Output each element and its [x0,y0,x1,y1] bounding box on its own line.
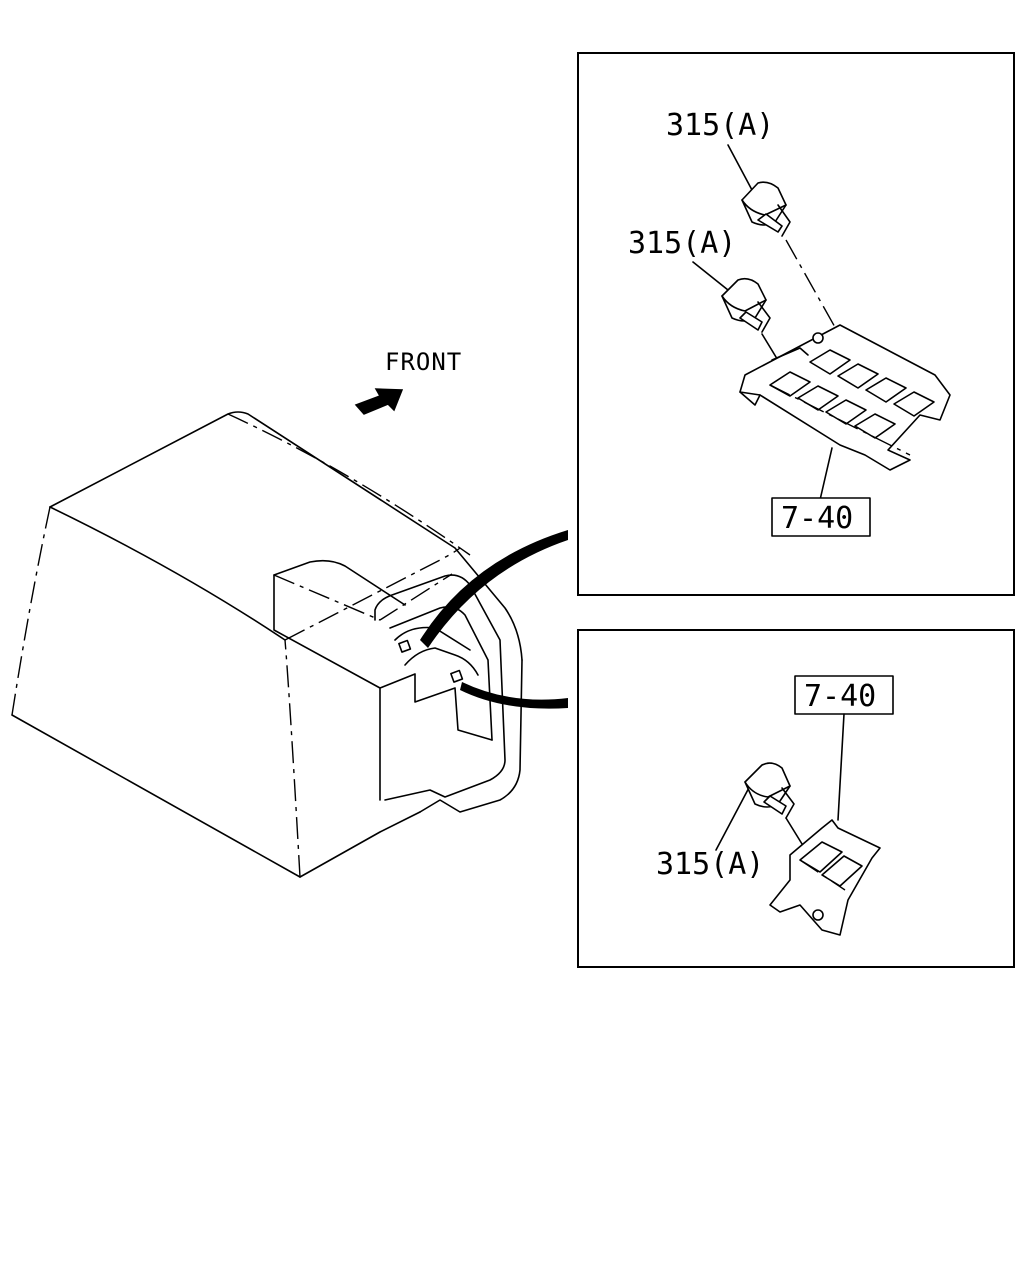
front-arrow-icon [354,388,404,415]
ref-box-top [771,497,871,537]
detail-box-top: 315(A) 315(A) [577,52,1015,596]
detail-box-bottom: 7-40 315(A) [577,629,1015,968]
callout-315a-lower: 315(A) [628,226,736,261]
connector-315a-lower [721,277,771,333]
callout-ref-top: 7-40 [781,501,853,536]
callout-315a-bottom: 315(A) [656,847,764,882]
callout-ref-bottom: 7-40 [804,679,876,714]
relay-block-bottom [769,819,881,936]
front-indicator: FRONT [354,348,462,415]
connector-315a-bottom [744,762,795,819]
main-assembly [11,411,568,878]
connector-315a-upper [741,181,791,237]
front-label: FRONT [385,348,462,376]
callout-315a-upper: 315(A) [666,108,774,143]
detail-frame-top [577,52,1015,596]
relay-block-top [739,324,951,471]
detail-frame-bottom [577,629,1015,968]
